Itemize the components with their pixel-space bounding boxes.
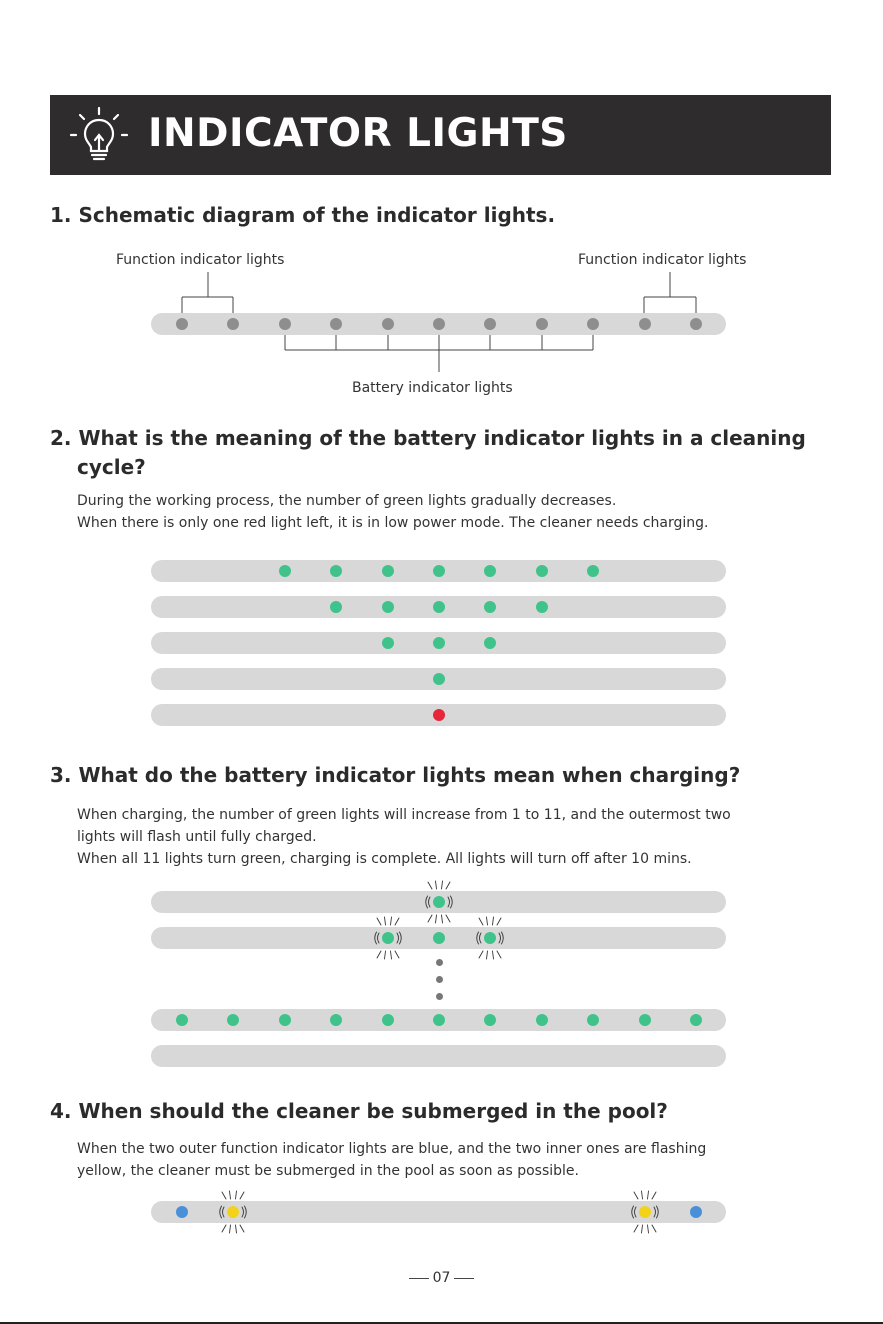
continuation-dot xyxy=(435,959,443,966)
continuation-dot xyxy=(435,976,443,983)
schematic-light-bar xyxy=(151,313,726,335)
section-2-heading: 2. What is the meaning of the battery in… xyxy=(50,424,840,482)
section-2-line-1: During the working process, the number o… xyxy=(77,493,617,509)
cycle-2-light-7-green xyxy=(484,601,497,613)
flashing-glow-icon xyxy=(630,1190,659,1234)
charging-2-light-7-green xyxy=(484,932,497,944)
charging-3-light-3-green xyxy=(278,1014,291,1026)
submerge-light-2-yellow xyxy=(227,1206,240,1218)
cycle-2-light-4-green xyxy=(330,601,343,613)
schematic-light-4-grey xyxy=(330,318,343,330)
submerge-bar xyxy=(151,1190,726,1234)
flashing-glow-icon xyxy=(219,1190,248,1234)
cycle-bar-1 xyxy=(151,560,726,582)
charging-2-light-5-green xyxy=(381,932,394,944)
section-4-heading: 4. When should the cleaner be submerged … xyxy=(50,1099,668,1123)
section-2-heading-line-1: 2. What is the meaning of the battery in… xyxy=(50,426,806,450)
function-lights-right-label: Function indicator lights xyxy=(578,252,747,268)
flashing-glow-icon xyxy=(476,916,505,960)
continuation-dot xyxy=(435,993,443,1000)
cycle-3-light-6-green xyxy=(433,637,445,649)
cycle-1-light-9-green xyxy=(587,565,600,577)
submerge-light-11-blue xyxy=(690,1206,702,1218)
cycle-3-light-5-green xyxy=(381,637,394,649)
cycle-bar-4 xyxy=(151,668,726,690)
charging-3-light-7-green xyxy=(484,1014,497,1026)
submerge-light-10-yellow xyxy=(638,1206,651,1218)
lightbulb-icon xyxy=(69,106,129,161)
page-number: 07 xyxy=(0,1270,883,1286)
flashing-glow-icon xyxy=(373,916,402,960)
battery-lights-label: Battery indicator lights xyxy=(352,380,513,396)
cycle-bar-2 xyxy=(151,596,726,618)
cycle-4-light-6-green xyxy=(433,673,445,685)
section-2-text: During the working process, the number o… xyxy=(77,490,817,534)
submerge-light-1-blue xyxy=(176,1206,188,1218)
section-2-heading-line-2: cycle? xyxy=(77,455,146,479)
charging-bar-2 xyxy=(151,916,726,960)
section-1-heading: 1. Schematic diagram of the indicator li… xyxy=(50,203,556,227)
charging-bar-3 xyxy=(151,1009,726,1031)
charging-3-light-8-green xyxy=(535,1014,548,1026)
cycle-2-light-5-green xyxy=(381,601,394,613)
section-3-line-1: When charging, the number of green light… xyxy=(77,807,731,823)
cycle-1-light-7-green xyxy=(484,565,497,577)
charging-3-light-1-green xyxy=(176,1014,188,1026)
section-3-line-3: When all 11 lights turn green, charging … xyxy=(77,851,692,867)
cycle-1-light-5-green xyxy=(381,565,394,577)
cycle-bar-5 xyxy=(151,704,726,726)
cycle-bar-3 xyxy=(151,632,726,654)
section-3-text: When charging, the number of green light… xyxy=(77,804,817,870)
schematic-light-7-grey xyxy=(484,318,497,330)
section-2-line-2: When there is only one red light left, i… xyxy=(77,515,709,531)
flashing-glow-icon xyxy=(425,880,453,924)
cycle-1-light-4-green xyxy=(330,565,343,577)
schematic-light-6-grey xyxy=(433,318,445,330)
charging-bar-4 xyxy=(151,1045,726,1067)
charging-2-light-6-green xyxy=(433,932,445,944)
schematic-light-3-grey xyxy=(278,318,291,330)
schematic-light-2-grey xyxy=(227,318,240,330)
cycle-5-light-6-red xyxy=(433,709,445,721)
schematic-light-9-grey xyxy=(587,318,600,330)
section-4-text: When the two outer function indicator li… xyxy=(77,1138,817,1182)
cycle-2-light-8-green xyxy=(535,601,548,613)
bottom-rule xyxy=(0,1322,883,1324)
charging-3-light-11-green xyxy=(690,1014,702,1026)
function-lights-left-label: Function indicator lights xyxy=(116,252,285,268)
charging-3-light-4-green xyxy=(330,1014,343,1026)
cycle-1-light-8-green xyxy=(535,565,548,577)
page-title: INDICATOR LIGHTS xyxy=(148,111,568,156)
charging-3-light-9-green xyxy=(587,1014,600,1026)
charging-3-light-5-green xyxy=(381,1014,394,1026)
schematic-light-1-grey xyxy=(176,318,188,330)
charging-bar-1 xyxy=(151,880,726,924)
schematic-light-10-grey xyxy=(638,318,651,330)
charging-3-light-10-green xyxy=(638,1014,651,1026)
charging-1-light-6-green xyxy=(433,896,445,908)
section-3-line-2: lights will flash until fully charged. xyxy=(77,829,317,845)
page-number-rule-left xyxy=(408,1277,429,1279)
page-number-rule-right xyxy=(454,1277,475,1279)
schematic-light-5-grey xyxy=(381,318,394,330)
cycle-1-light-6-green xyxy=(433,565,445,577)
section-4-line-2: yellow, the cleaner must be submerged in… xyxy=(77,1163,579,1179)
header-banner: INDICATOR LIGHTS xyxy=(50,95,831,175)
schematic-light-8-grey xyxy=(535,318,548,330)
section-3-heading: 3. What do the battery indicator lights … xyxy=(50,763,741,787)
cycle-2-light-6-green xyxy=(433,601,445,613)
section-4-line-1: When the two outer function indicator li… xyxy=(77,1141,707,1157)
charging-3-light-2-green xyxy=(227,1014,240,1026)
schematic-light-11-grey xyxy=(690,318,702,330)
cycle-3-light-7-green xyxy=(484,637,497,649)
charging-3-light-6-green xyxy=(433,1014,445,1026)
cycle-1-light-3-green xyxy=(278,565,291,577)
page-number-text: 07 xyxy=(432,1270,451,1286)
